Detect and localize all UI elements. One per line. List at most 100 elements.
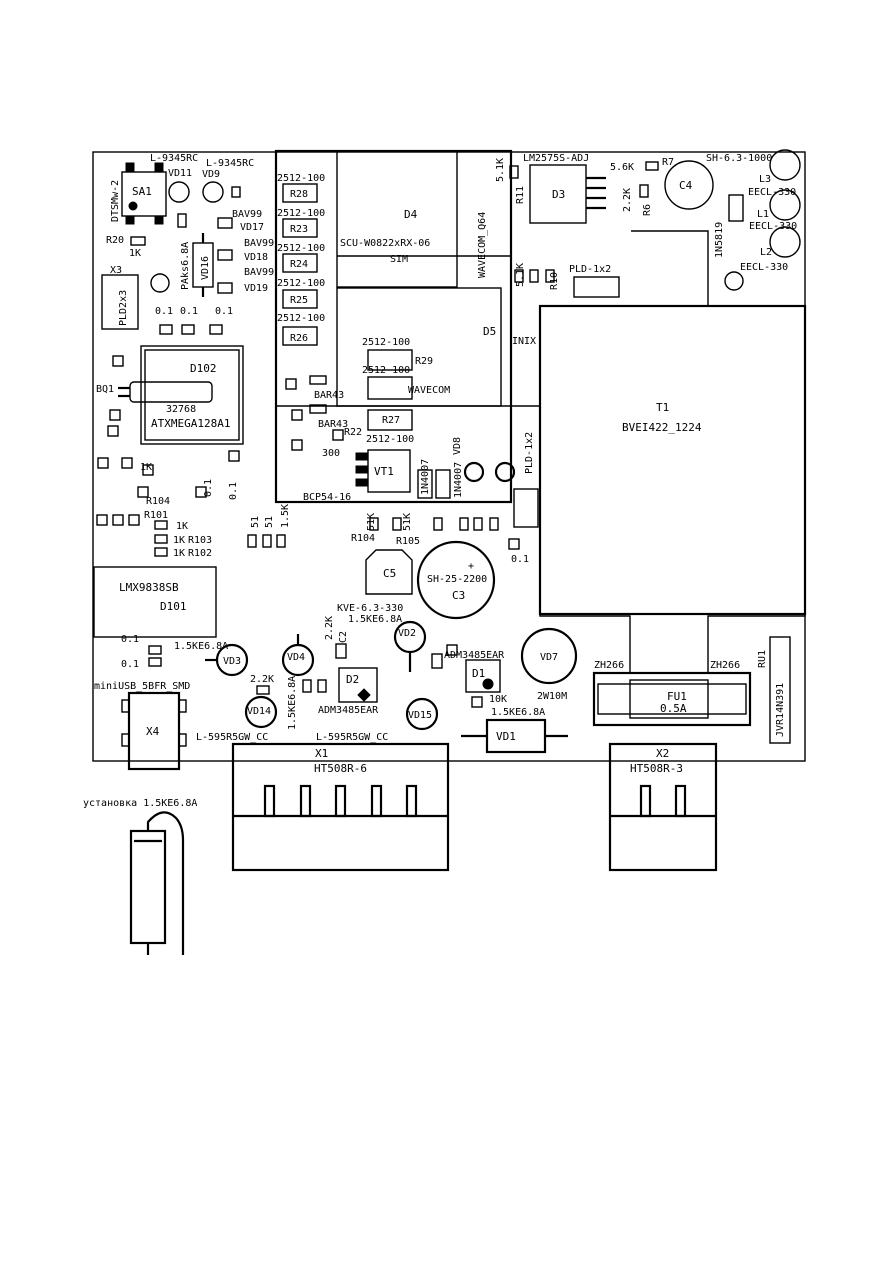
gsm-block: D4 SCU-W0822xRX-06 SIM WAVECOM_Q64 D5 IN… (274, 149, 540, 504)
x4-usb: miniUSB_5BFR_SMD X4 (94, 681, 190, 771)
ru1-part: JVR14N391 (775, 683, 786, 737)
d1-part: ADM3485EAR (444, 650, 505, 661)
vd15-ref: VD15 (408, 710, 432, 721)
vd8-part-a: 1N4007 (420, 459, 431, 495)
bav99-label-2: BAV99 (244, 238, 274, 249)
installation-note: установка 1.5KE6.8A (83, 798, 197, 955)
d3-ref: D3 (552, 188, 565, 201)
c3-ref: C3 (452, 589, 465, 602)
t1-ref: T1 (656, 401, 669, 414)
sa1-switch: SA1 DTSMw-2 (110, 162, 167, 225)
vd6-part: 1N5819 (714, 222, 725, 258)
vd11-ref: VD11 (168, 168, 192, 179)
r-51k-b: 51K (402, 513, 413, 531)
fu1-fuse: FU1 0.5A ZH266 ZH266 (592, 660, 752, 727)
r-1k-b: 1K (173, 535, 185, 546)
c2-and-r: C2 2.2K (302, 616, 349, 693)
l2-part: EECL-330 (740, 262, 788, 273)
pld-headers: PLD-1x2 PLD-1x2 5.1K R10 (513, 263, 620, 528)
d1-ref: D1 (472, 667, 485, 680)
vd9-ref: VD9 (202, 169, 220, 180)
r27-value: 2512-100 (366, 434, 414, 445)
chokes: EECL-330 EECL-330 EECL-330 L3 L1 L2 1N58… (714, 149, 801, 291)
ru1-varistor: RU1 JVR14N391 (757, 636, 791, 744)
bar43-label-2: BAR43 (318, 419, 348, 430)
r20-ref: R20 (106, 235, 124, 246)
vd17-ref: VD17 (240, 222, 264, 233)
r24-ref: R24 (290, 259, 308, 270)
r23-value: 2512-100 (277, 208, 325, 219)
c103-value: 0.1 (121, 634, 139, 645)
vd3-ref: VD3 (223, 656, 241, 667)
d5-mirror: WAVECOM (408, 385, 450, 396)
vd16-diode: VD16 PAks6.8A (180, 233, 214, 297)
vd1-part: 1.5KE6.8A (491, 707, 545, 718)
r102-ref: R102 (188, 548, 212, 559)
bav99-diodes: BAV99 VD17 BAV99 VD18 BAV99 VD19 (217, 209, 274, 294)
fu1-holder-a: ZH266 (594, 660, 624, 671)
vd8-ref: VD8 (452, 437, 463, 455)
vd18-ref: VD18 (244, 252, 268, 263)
c4-cap: C4 SH-6.3-1000 (664, 153, 772, 210)
r-51-group: 51 51 1.5K (247, 504, 291, 548)
vd7-ref: VD7 (540, 652, 558, 663)
vd4-ref: VD4 (287, 652, 305, 663)
l3-ref: L3 (759, 174, 771, 185)
l3-part: EECL-330 (748, 187, 796, 198)
power-resistors: 2512-100 R28 2512-100 R23 2512-100 R24 2… (277, 173, 433, 445)
t1-converter: T1 BVEI422_1224 (538, 304, 807, 672)
x3-ref: X3 (110, 265, 122, 276)
vt1-ref: VT1 (374, 465, 394, 478)
x3-part: PLD2x3 (118, 290, 129, 326)
r-1k-a: 1K (176, 521, 188, 532)
x1-terminal: X1 HT508R-6 (231, 742, 450, 872)
vd8-diodes: 1N4007 1N4007 VD8 (417, 437, 516, 499)
r7-value: 5.6K (610, 162, 634, 173)
x1-part: HT508R-6 (314, 762, 367, 775)
x3-header: X3 PLD2x3 (101, 265, 139, 330)
d102-mcu: D102 ATXMEGA128A1 0.1 0.1 0.1 (140, 306, 244, 445)
c110-value: 0.1 (180, 306, 198, 317)
r104-label: R104 (351, 533, 375, 544)
r9-value: 5.1K (515, 263, 526, 287)
c-near-t1: 0.1 (511, 554, 529, 565)
small-caps: 0.1 0.1 1.5KE6.8A (121, 634, 228, 670)
r26-value: 2512-100 (277, 313, 325, 324)
r27-ref: R27 (382, 415, 400, 426)
c4-ref: C4 (679, 179, 693, 192)
d4-part: SCU-W0822xRX-06 (340, 238, 430, 249)
c102-value: 0.1 (121, 659, 139, 670)
c109-value: 0.1 (155, 306, 173, 317)
r25-ref: R25 (290, 295, 308, 306)
vd2-part: 1.5KE6.8A (348, 614, 402, 625)
fu1-holder-b: ZH266 (710, 660, 740, 671)
left-passives: 1K R104 R101 1K 1K R103 1K R102 0.1 0.1 (96, 355, 240, 559)
r-10k: 10K (489, 694, 507, 705)
x1-ref: X1 (315, 747, 328, 760)
vd16-ref: VD16 (200, 256, 211, 280)
top-left-leds: L-9345RC L-9345RC VD11 VD9 R20 1K (106, 153, 254, 293)
l1-ref: L1 (757, 209, 769, 220)
d101-part: LMX9838SB (119, 581, 179, 594)
c2-part: KVE-6.3-330 (337, 603, 403, 614)
x2-ref: X2 (656, 747, 669, 760)
d101-ref: D101 (160, 600, 187, 613)
d2-transceiver: D2 ADM3485EAR (318, 667, 379, 716)
r22-value: 300 (322, 448, 340, 459)
fu1-ref: FU1 (667, 690, 687, 703)
led-vd11-label: L-9345RC (150, 153, 198, 164)
c111-value: 0.1 (215, 306, 233, 317)
inix-label: INIX (512, 336, 536, 347)
r11-ref: R11 (515, 186, 526, 204)
vd3-part: 1.5KE6.8A (174, 641, 228, 652)
r-1k-c: 1K (173, 548, 185, 559)
bav99-label-3: BAV99 (244, 267, 274, 278)
r26-ref: R26 (290, 333, 308, 344)
x2-terminal: X2 HT508R-3 (608, 742, 718, 872)
d101-module: LMX9838SB D101 (93, 566, 217, 638)
d4-ref: D4 (404, 208, 418, 221)
r6-ref: R6 (642, 204, 653, 216)
d5-ref: D5 (483, 325, 496, 338)
r23-ref: R23 (290, 224, 308, 235)
vd19-ref: VD19 (244, 283, 268, 294)
